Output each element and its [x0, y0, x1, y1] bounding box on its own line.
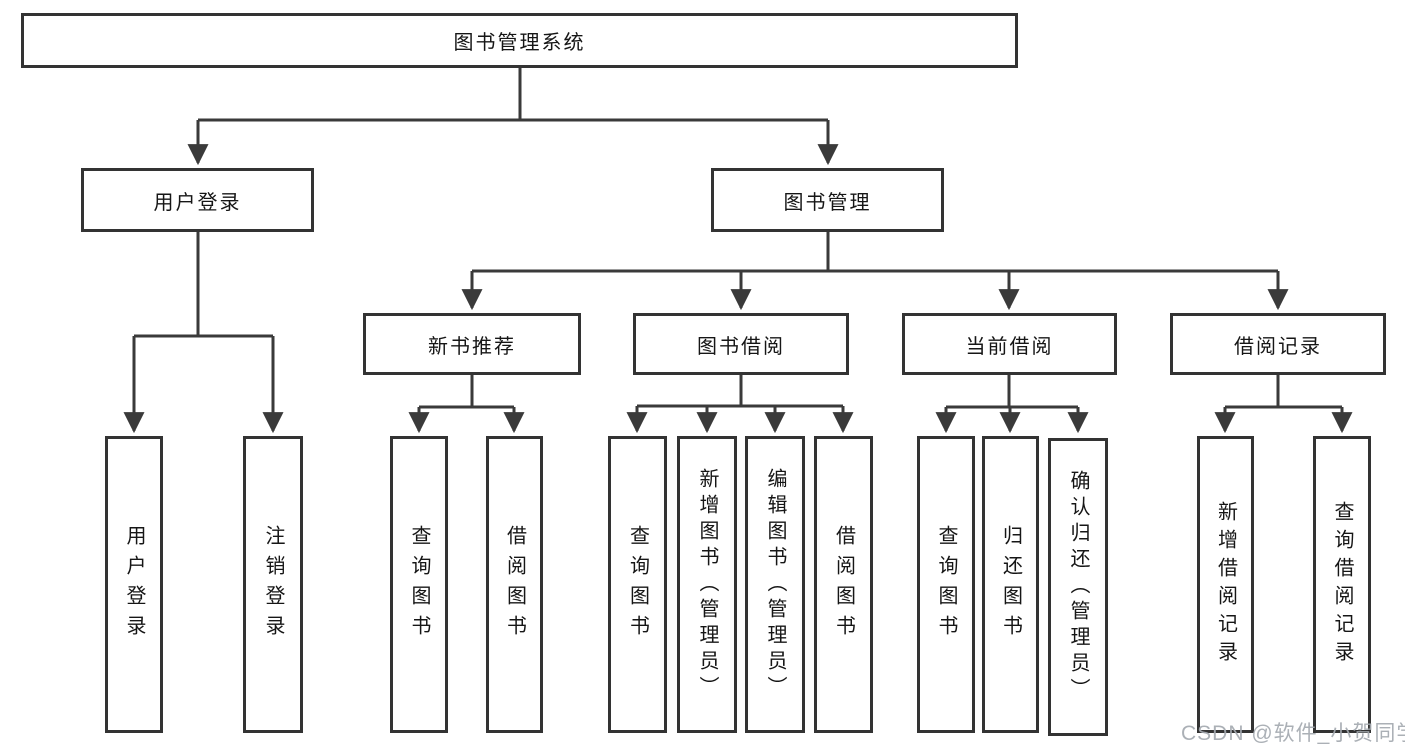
node-leaf-edit-book-admin: 编辑图书（管理员）	[745, 436, 805, 733]
node-leaf-confirm-return-admin-label: 确认归还（管理员）	[1067, 470, 1089, 704]
node-new-book-recommend-label: 新书推荐	[428, 335, 516, 358]
node-leaf-query-books-2-label: 查询图书	[626, 524, 649, 645]
node-user-login: 用户登录	[81, 168, 314, 232]
node-leaf-user-login: 用户登录	[105, 436, 163, 733]
node-leaf-add-borrow-record-label: 新增借阅记录	[1214, 500, 1237, 669]
node-leaf-return-books-label: 归还图书	[999, 524, 1022, 645]
node-borrow-records-label: 借阅记录	[1234, 335, 1322, 358]
node-leaf-borrow-books-2: 借阅图书	[814, 436, 873, 733]
node-leaf-add-book-admin: 新增图书（管理员）	[677, 436, 737, 733]
node-book-borrow-label: 图书借阅	[697, 335, 785, 358]
node-leaf-logout-label: 注销登录	[262, 524, 284, 645]
node-library-system: 图书管理系统	[21, 13, 1018, 68]
node-leaf-edit-book-admin-label: 编辑图书（管理员）	[764, 467, 786, 702]
node-current-borrow-label: 当前借阅	[965, 335, 1054, 358]
node-book-borrow: 图书借阅	[633, 313, 849, 375]
node-leaf-add-borrow-record: 新增借阅记录	[1197, 436, 1254, 733]
node-leaf-borrow-books-1-label: 借阅图书	[503, 524, 526, 645]
node-leaf-query-books-1: 查询图书	[390, 436, 448, 733]
node-borrow-records: 借阅记录	[1170, 313, 1386, 375]
node-leaf-query-books-3-label: 查询图书	[935, 524, 957, 645]
node-leaf-query-books-1-label: 查询图书	[408, 524, 430, 645]
node-leaf-borrow-books-2-label: 借阅图书	[832, 524, 855, 645]
node-leaf-return-books: 归还图书	[982, 436, 1039, 733]
node-leaf-borrow-books-1: 借阅图书	[486, 436, 543, 733]
node-user-login-label: 用户登录	[153, 191, 242, 214]
node-current-borrow: 当前借阅	[902, 313, 1117, 375]
node-book-management-label: 图书管理	[783, 191, 872, 214]
node-leaf-logout: 注销登录	[243, 436, 303, 733]
node-leaf-query-books-3: 查询图书	[917, 436, 975, 733]
node-leaf-user-login-label: 用户登录	[123, 524, 145, 645]
node-leaf-confirm-return-admin: 确认归还（管理员）	[1048, 438, 1108, 736]
csdn-watermark: CSDN @软件_小贺同学	[1181, 722, 1405, 745]
node-library-system-label: 图书管理系统	[453, 32, 586, 54]
node-book-management: 图书管理	[711, 168, 944, 232]
node-new-book-recommend: 新书推荐	[363, 313, 581, 375]
node-leaf-query-books-2: 查询图书	[608, 436, 667, 733]
node-leaf-query-borrow-record: 查询借阅记录	[1313, 436, 1371, 733]
node-leaf-query-borrow-record-label: 查询借阅记录	[1331, 500, 1353, 669]
node-leaf-add-book-admin-label: 新增图书（管理员）	[696, 467, 718, 702]
